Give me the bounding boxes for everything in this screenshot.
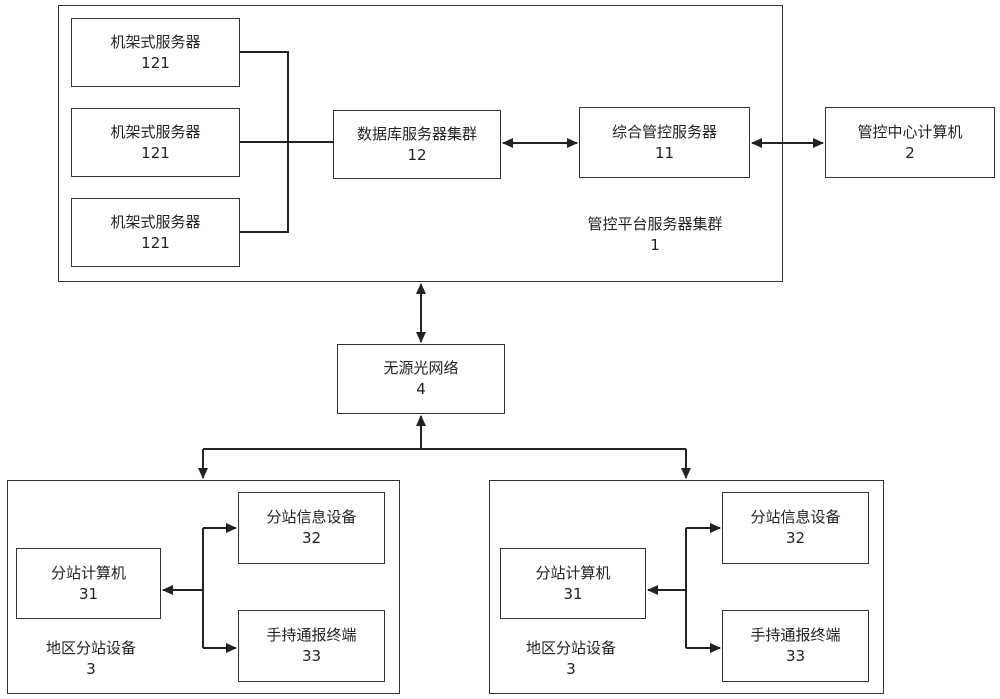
substation-left-info-device-name: 分站信息设备 <box>266 508 357 526</box>
substation-right-info-device-num: 32 <box>785 529 806 547</box>
rack-server-1: 机架式服务器 121 <box>71 18 240 87</box>
substation-left-label-num: 3 <box>86 660 96 678</box>
passive-optical-network: 无源光网络 4 <box>337 344 505 414</box>
rack-server-3-num: 121 <box>141 233 170 252</box>
rack-server-2-name: 机架式服务器 <box>110 122 201 141</box>
rack-server-3-name: 机架式服务器 <box>110 212 201 231</box>
db-cluster-name: 数据库服务器集群 <box>356 124 477 143</box>
rack-server-3: 机架式服务器 121 <box>71 198 240 267</box>
control-center-computer-name: 管控中心计算机 <box>857 122 963 141</box>
substation-left-computer-name: 分站计算机 <box>50 563 126 582</box>
platform-cluster-num: 1 <box>650 236 660 254</box>
substation-left-info-device: 分站信息设备 32 <box>238 492 385 564</box>
pon-num: 4 <box>416 380 426 398</box>
substation-left-computer: 分站计算机 31 <box>16 548 161 619</box>
substation-right-label-num: 3 <box>566 660 576 678</box>
substation-right-handheld-name: 手持通报终端 <box>750 626 841 644</box>
rack-server-1-name: 机架式服务器 <box>110 32 201 51</box>
mgmt-server-name: 综合管控服务器 <box>611 122 717 141</box>
substation-left-handheld-name: 手持通报终端 <box>266 626 357 644</box>
substation-left-info-device-num: 32 <box>301 529 322 547</box>
substation-left-handheld: 手持通报终端 33 <box>238 610 385 682</box>
substation-right-handheld-num: 33 <box>785 647 806 665</box>
substation-left-label: 地区分站设备 3 <box>16 638 166 680</box>
rack-server-2-num: 121 <box>141 143 170 162</box>
rack-server-2: 机架式服务器 121 <box>71 108 240 177</box>
db-cluster-num: 12 <box>407 145 427 164</box>
rack-server-1-num: 121 <box>141 53 170 72</box>
substation-left-computer-num: 31 <box>78 584 99 603</box>
platform-cluster-name: 管控平台服务器集群 <box>587 215 723 233</box>
pon-name: 无源光网络 <box>383 359 459 377</box>
substation-right-info-device-name: 分站信息设备 <box>750 508 841 526</box>
substation-right-label-name: 地区分站设备 <box>525 639 616 657</box>
substation-right-label: 地区分站设备 3 <box>496 638 646 680</box>
substation-right-computer-num: 31 <box>563 584 583 603</box>
substation-right-computer-name: 分站计算机 <box>535 563 611 582</box>
control-center-computer: 管控中心计算机 2 <box>825 107 995 178</box>
mgmt-server: 综合管控服务器 11 <box>579 107 750 178</box>
db-cluster: 数据库服务器集群 12 <box>333 110 501 179</box>
substation-right-computer: 分站计算机 31 <box>500 548 646 619</box>
substation-left-label-name: 地区分站设备 <box>45 639 136 657</box>
platform-cluster-label: 管控平台服务器集群 1 <box>540 214 770 256</box>
substation-left-handheld-num: 33 <box>301 647 322 665</box>
substation-right-info-device: 分站信息设备 32 <box>722 492 869 564</box>
mgmt-server-num: 11 <box>654 143 675 162</box>
substation-right-handheld: 手持通报终端 33 <box>722 610 869 682</box>
control-center-computer-num: 2 <box>905 143 915 162</box>
